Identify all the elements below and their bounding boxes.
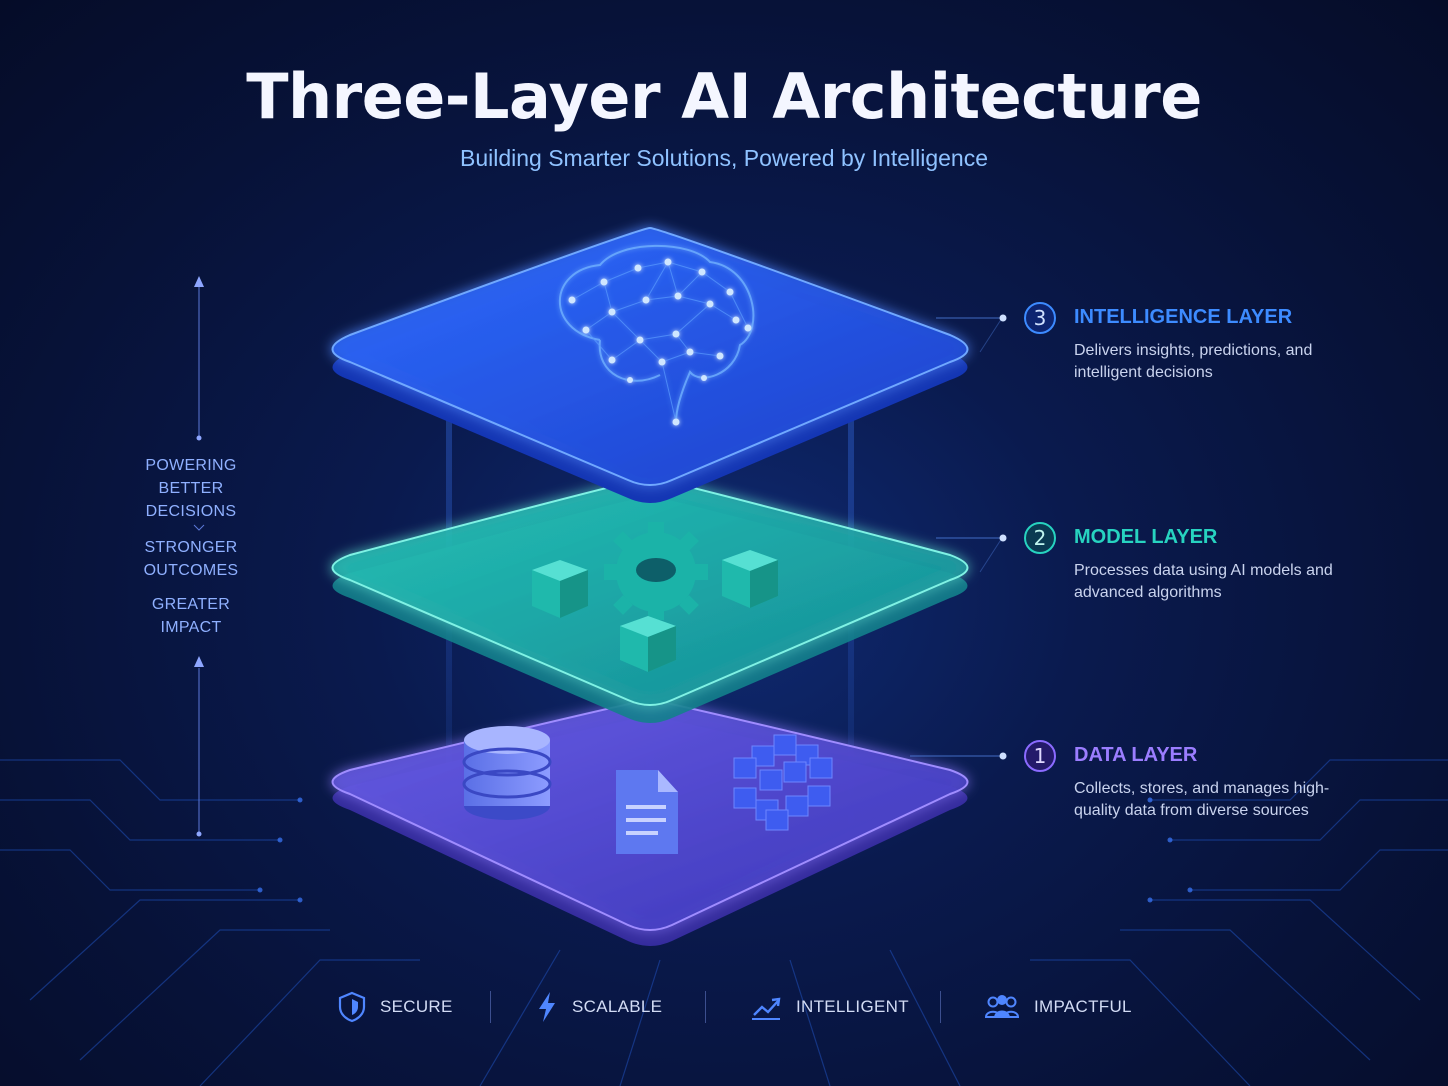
lightning-icon — [539, 992, 555, 1022]
layer-number-badge: 1 — [1024, 740, 1056, 772]
database-icon — [462, 726, 552, 820]
layer-title: DATA LAYER — [1074, 744, 1198, 766]
layer-title: MODEL LAYER — [1074, 526, 1218, 548]
feature-scalable: SCALABLE — [536, 990, 662, 1024]
feature-label: SECURE — [380, 997, 453, 1016]
brain-network-icon — [559, 244, 755, 426]
feature-impactful: IMPACTFUL — [984, 990, 1132, 1024]
data-blocks-icon — [733, 734, 833, 831]
people-icon — [984, 995, 1020, 1018]
side-flow-line: BETTER — [158, 480, 224, 497]
cube-icon — [620, 616, 676, 672]
gear-icon — [604, 522, 708, 620]
layer-description: Delivers insights, predictions, and inte… — [1074, 342, 1313, 381]
cube-icon — [532, 560, 588, 618]
circuit-background — [0, 759, 1448, 1086]
side-flow-text-2: STRONGER OUTCOMES — [120, 536, 262, 582]
feature-label: IMPACTFUL — [1034, 997, 1132, 1016]
side-flow-text-3: GREATER IMPACT — [120, 593, 262, 639]
document-icon — [616, 770, 678, 854]
layer-description: Collects, stores, and manages high-quali… — [1074, 780, 1330, 819]
side-flow-line: GREATER — [151, 596, 231, 613]
side-flow-line: POWERING — [145, 457, 237, 474]
intelligence-layer-platform — [331, 226, 969, 503]
shield-icon — [338, 991, 366, 1023]
feature-label: INTELLIGENT — [796, 997, 909, 1016]
cube-icon — [722, 550, 778, 608]
layer-number-badge: 2 — [1024, 522, 1056, 554]
feature-label: SCALABLE — [572, 997, 663, 1016]
feature-intelligent: INTELLIGENT — [750, 990, 909, 1024]
side-flow-line: STRONGER — [144, 539, 238, 556]
side-flow-arrow — [193, 276, 205, 837]
layer-title: INTELLIGENCE LAYER — [1074, 306, 1293, 328]
divider — [705, 991, 706, 1023]
divider — [940, 991, 941, 1023]
side-flow-line: OUTCOMES — [143, 562, 239, 579]
divider — [490, 991, 491, 1023]
layer-description: Processes data using AI models and advan… — [1074, 562, 1333, 601]
side-flow-line: IMPACT — [160, 619, 222, 636]
page-title: Three-Layer AI Architecture — [246, 60, 1202, 133]
side-flow-line: DECISIONS — [145, 503, 237, 520]
feature-secure: SECURE — [338, 990, 453, 1024]
page-subtitle: Building Smarter Solutions, Powered by I… — [459, 145, 988, 171]
trend-chart-icon — [752, 997, 781, 1020]
side-flow-text-1: POWERING BETTER DECISIONS — [120, 454, 262, 523]
layer-number-badge: 3 — [1024, 302, 1056, 334]
